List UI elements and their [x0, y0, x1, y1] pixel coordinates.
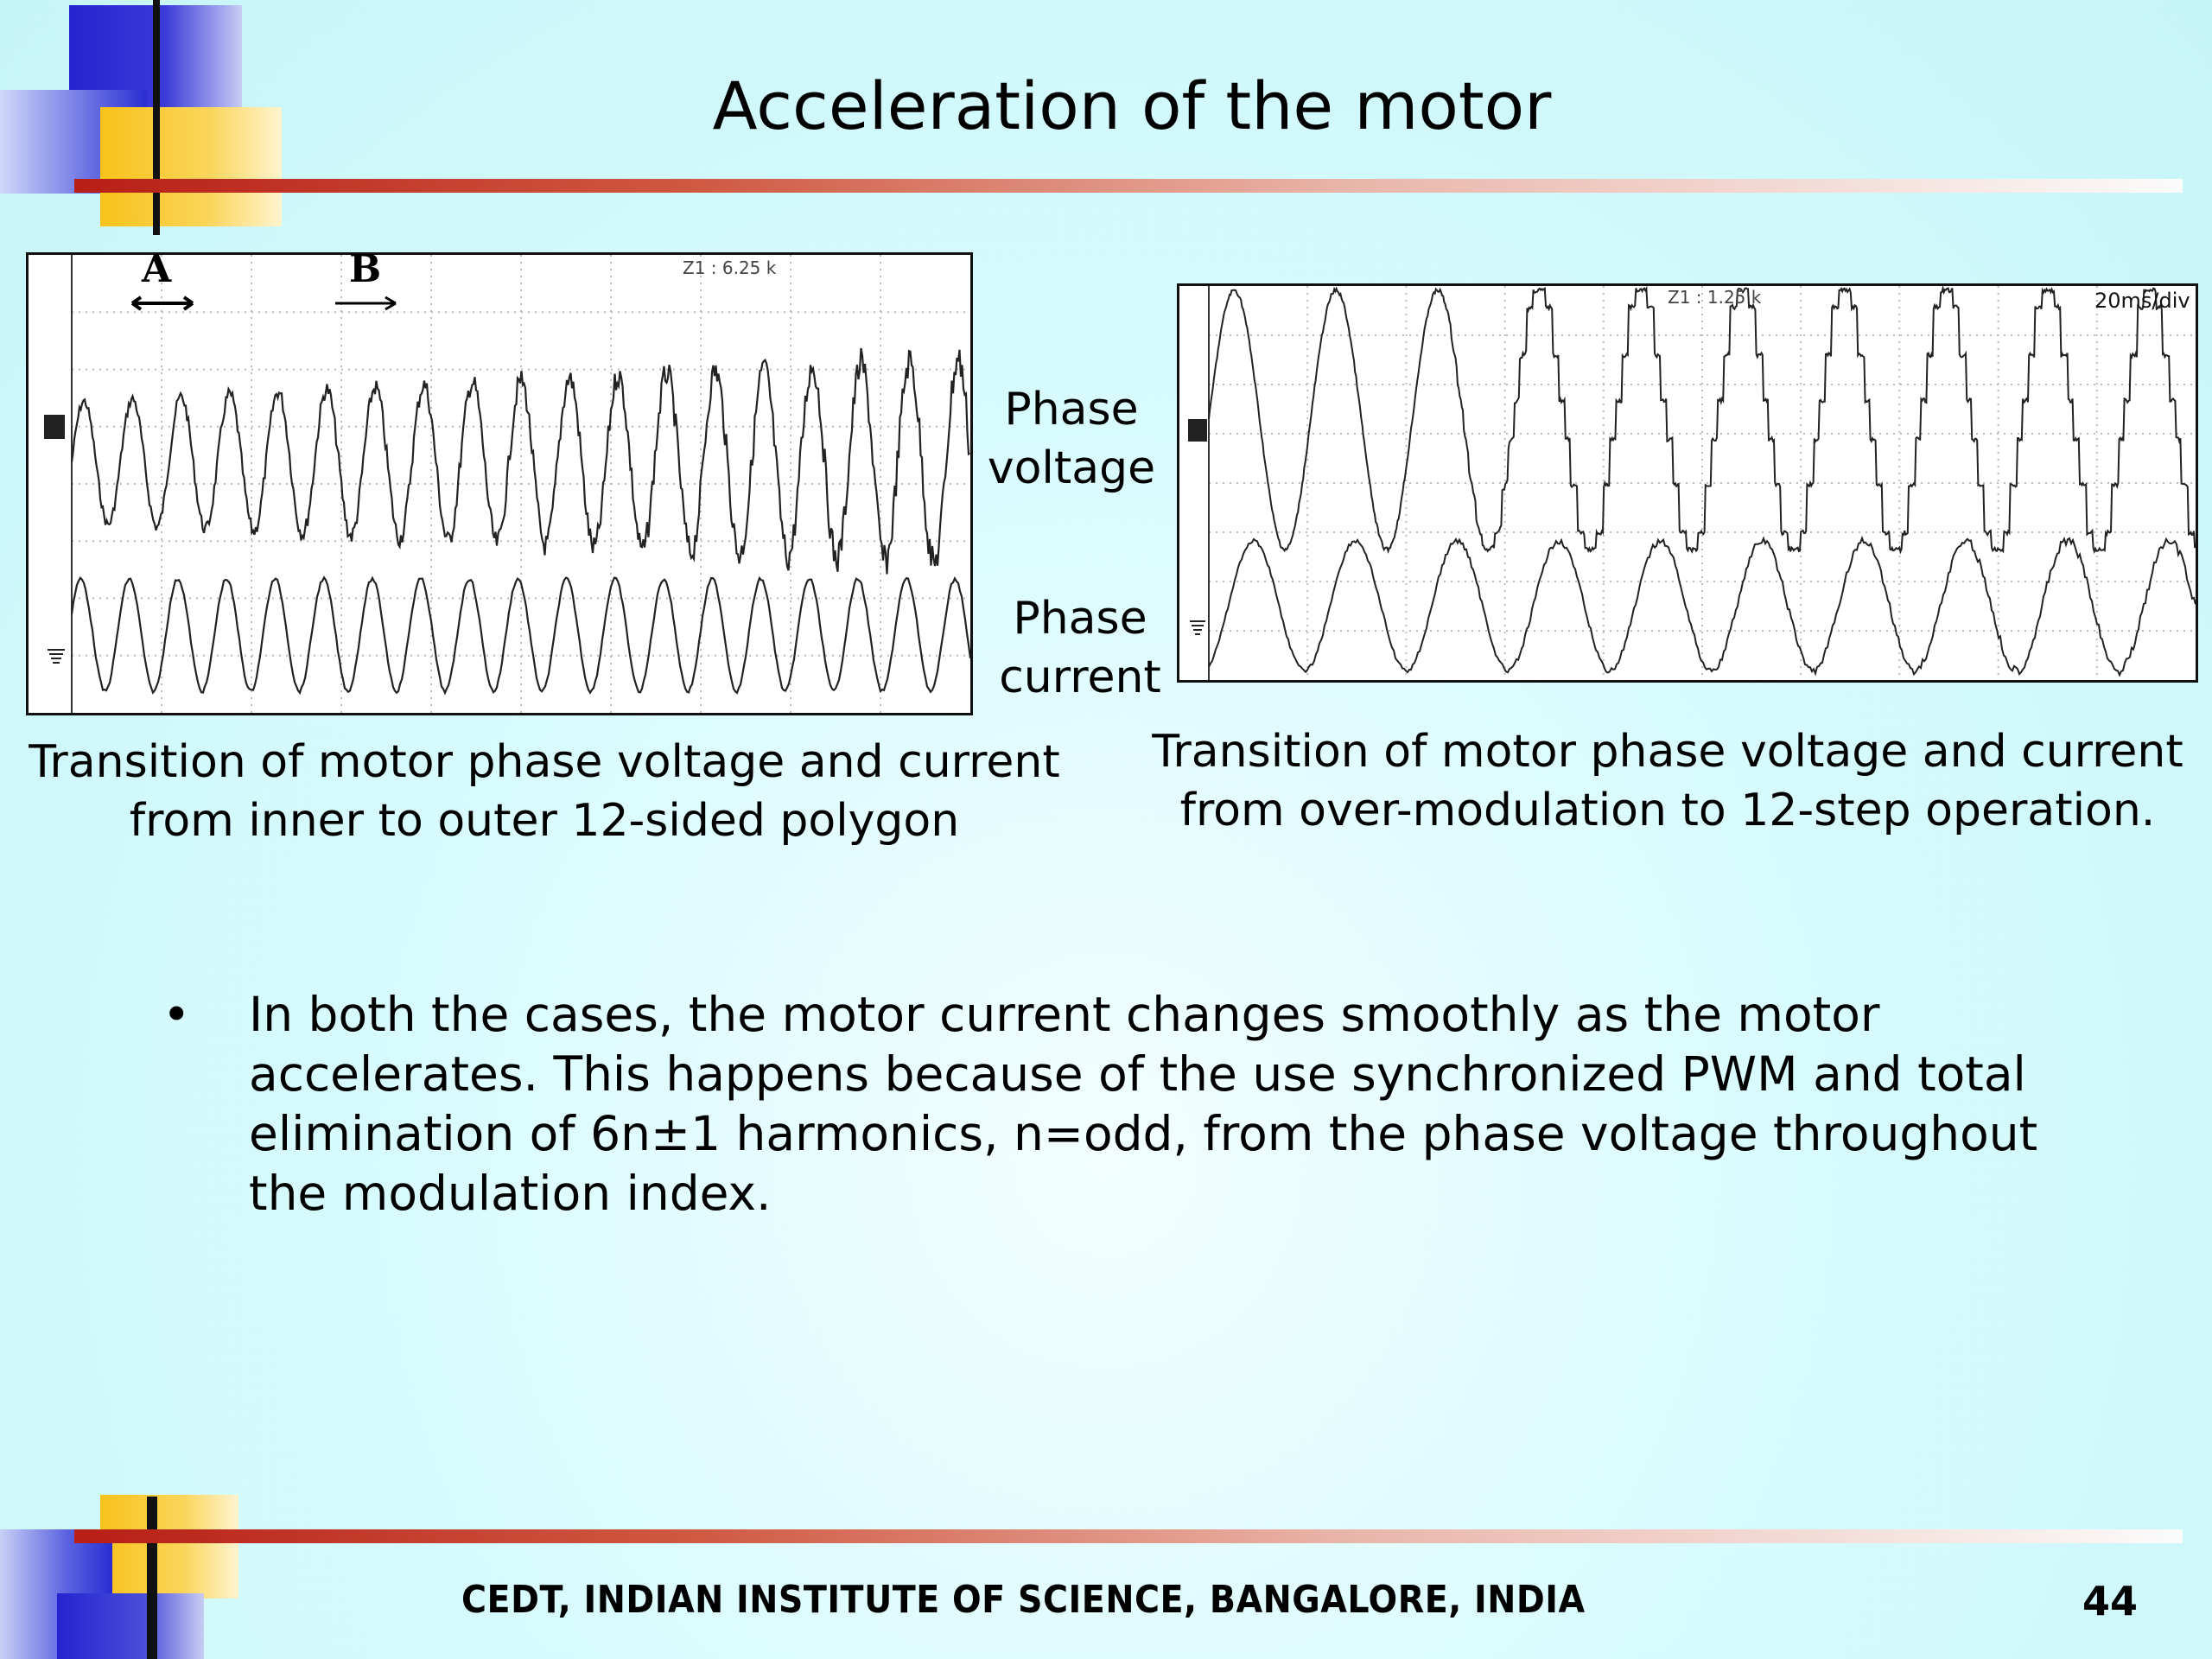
bullet-line-2: accelerates. This happens because of the… [249, 1046, 2026, 1102]
footer-institution: CEDT, INDIAN INSTITUTE OF SCIENCE, BANGA… [461, 1578, 1586, 1622]
ground-marker-voltage [44, 415, 65, 439]
title-rule [74, 179, 2183, 193]
caption-left: Transition of motor phase voltage and cu… [26, 733, 1063, 850]
footer-rule [74, 1529, 2183, 1543]
decor-block-yellow-top [100, 107, 282, 226]
ground-marker-current [48, 649, 65, 664]
oscilloscope-right-trace [1188, 286, 2196, 680]
bullet-text: In both the cases, the motor current cha… [249, 985, 2148, 1224]
oscilloscope-left-trace [44, 255, 970, 713]
phase-voltage-label-line2: voltage [987, 442, 1156, 494]
bullet-item: • In both the cases, the motor current c… [161, 985, 2148, 1224]
timebase-label: 20ms/div [2094, 289, 2190, 313]
caption-right-line1: Transition of motor phase voltage and cu… [1152, 726, 2183, 778]
voltage-trace-right [1208, 286, 2196, 555]
marker-a-label: A [142, 247, 172, 291]
marker-b-arrow [335, 296, 397, 311]
decor-vertical-line-top [153, 0, 160, 235]
caption-left-line2: from inner to outer 12-sided polygon [129, 795, 960, 847]
bullet-line-1: In both the cases, the motor current cha… [249, 987, 1880, 1042]
decor-block-yellow-bottom [100, 1495, 238, 1599]
marker-b-label: B [349, 247, 382, 291]
phase-current-label: Phase current [994, 589, 1166, 707]
page-number: 44 [2082, 1578, 2138, 1624]
oscilloscope-left [26, 252, 973, 715]
ground-marker-voltage-right [1188, 419, 1207, 442]
phase-voltage-label-line1: Phase [1004, 384, 1139, 435]
decor-block-blue-bottom-right [57, 1593, 204, 1659]
phase-current-label-line1: Phase [1013, 593, 1147, 645]
caption-right-line2: from over-modulation to 12-step operatio… [1179, 785, 2156, 836]
marker-a-arrow [130, 296, 194, 311]
bullet-line-4: the modulation index. [249, 1166, 772, 1221]
voltage-trace-left [70, 347, 970, 575]
current-trace-left [70, 575, 970, 696]
zoom-label-right: Z1 : 1.25 k [1668, 287, 1762, 308]
phase-current-label-line2: current [999, 652, 1161, 703]
ground-marker-current-right [1190, 620, 1205, 635]
scope-grid [71, 255, 970, 713]
oscilloscope-right [1177, 283, 2198, 683]
decor-vertical-line-bottom [147, 1497, 157, 1659]
bullet-symbol: • [162, 987, 191, 1042]
bullet-line-3: elimination of 6n±1 harmonics, n=odd, fr… [249, 1106, 2038, 1161]
caption-right: Transition of motor phase voltage and cu… [1149, 722, 2186, 840]
slide-title: Acceleration of the motor [712, 67, 1552, 144]
scope-grid [1208, 286, 2196, 680]
zoom-label-left: Z1 : 6.25 k [683, 257, 777, 278]
caption-left-line1: Transition of motor phase voltage and cu… [29, 736, 1060, 788]
phase-voltage-label: Phase voltage [985, 380, 1158, 498]
current-trace-right [1208, 535, 2196, 677]
